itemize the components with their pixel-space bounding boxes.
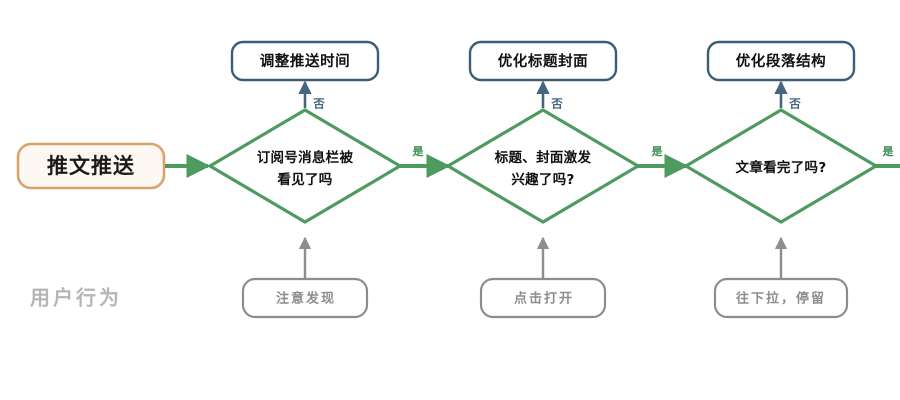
fix-2-shape [468, 40, 618, 82]
decision-1-yes-label: 是 [412, 145, 425, 158]
decision-1-no-label: 否 [312, 97, 325, 111]
decision-1-shape [206, 108, 404, 224]
decision-2-label-line-2: 兴趣了吗? [511, 171, 574, 188]
fix-3-shape [706, 40, 856, 82]
section-label-user-behavior: 用户行为 [30, 286, 122, 310]
behavior-1[interactable]: 注意发现 [241, 277, 369, 319]
fix-1-shape [230, 40, 380, 82]
decision-3-no-label: 否 [788, 97, 801, 111]
start-node-shape [16, 142, 166, 190]
behavior-3-label: 往下拉，停留 [736, 291, 826, 307]
decision-2-label-line-1: 标题、封面激发 [494, 149, 592, 166]
decision-3[interactable]: 文章看完了吗? [682, 108, 880, 224]
decision-2-yes-label: 是 [651, 145, 664, 158]
fix-3[interactable]: 优化段落结构 [706, 40, 856, 82]
behavior-2-label: 点击打开 [514, 291, 574, 307]
decision-1-label-line-2: 看见了吗 [276, 171, 332, 188]
decision-1[interactable]: 订阅号消息栏被 看见了吗 [206, 108, 404, 224]
decision-1-label-line-1: 订阅号消息栏被 [257, 149, 354, 166]
decision-3-yes-label: 是 [882, 145, 895, 158]
fix-1-label: 调整推送时间 [260, 52, 351, 70]
fix-1[interactable]: 调整推送时间 [230, 40, 380, 82]
fix-2-label: 优化标题封面 [498, 52, 589, 70]
decision-2[interactable]: 标题、封面激发 兴趣了吗? [444, 108, 642, 224]
fix-2[interactable]: 优化标题封面 [468, 40, 618, 82]
start-node[interactable]: 推文推送 [16, 142, 166, 190]
behavior-3[interactable]: 往下拉，停留 [713, 277, 849, 319]
behavior-1-label: 注意发现 [276, 291, 336, 307]
decision-2-shape [444, 108, 642, 224]
behavior-2-shape [479, 277, 607, 319]
behavior-3-shape [713, 277, 849, 319]
decision-3-shape [682, 108, 880, 224]
start-node-label: 推文推送 [47, 154, 135, 178]
behavior-1-shape [241, 277, 369, 319]
behavior-2[interactable]: 点击打开 [479, 277, 607, 319]
decision-2-no-label: 否 [550, 97, 563, 111]
fix-3-label: 优化段落结构 [736, 52, 827, 70]
decision-3-label-line-1: 文章看完了吗? [736, 159, 827, 176]
